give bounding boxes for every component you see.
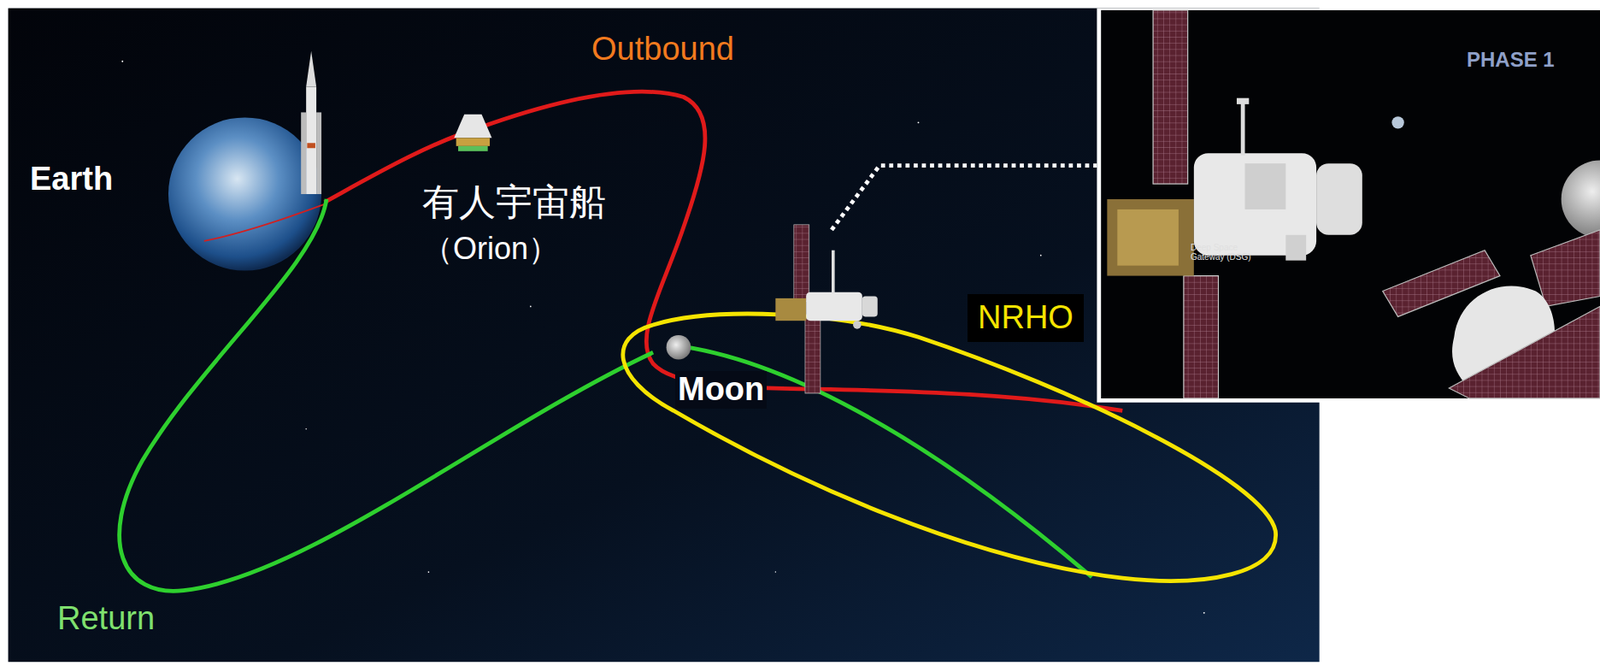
shape-part xyxy=(1183,276,1219,399)
spacecraft-label: 有人宇宙船 xyxy=(422,181,606,224)
body-label: Moon xyxy=(675,370,767,409)
shape-part xyxy=(775,298,806,321)
shape-part xyxy=(1530,229,1600,307)
shape-part xyxy=(1152,10,1189,184)
shape-part xyxy=(453,114,492,138)
spacecraft-name: （Orion） xyxy=(422,230,559,266)
inset-background xyxy=(1100,10,1600,399)
inset-moon xyxy=(1561,160,1600,239)
outbound-trajectory xyxy=(324,91,1124,411)
shape-part xyxy=(1106,199,1194,277)
orbit-label: NRHO xyxy=(977,299,1074,337)
shape-part xyxy=(305,87,317,195)
shape-part xyxy=(1316,163,1363,236)
shape-part xyxy=(852,320,862,330)
shape-part xyxy=(794,224,810,302)
stars xyxy=(121,60,1205,614)
shape-part xyxy=(1203,611,1206,614)
phase-label: PHASE 1 xyxy=(1466,47,1555,72)
gateway-station xyxy=(775,224,877,394)
shape-part xyxy=(831,250,836,294)
earth xyxy=(168,117,322,271)
shape-part xyxy=(775,570,777,572)
module-label: Deep Space Gateway (DSG) xyxy=(1190,242,1253,262)
shape-part xyxy=(1448,305,1600,399)
shape-part xyxy=(306,142,316,148)
rocket xyxy=(300,51,322,195)
inset-earth xyxy=(1391,116,1404,129)
return-trajectory xyxy=(119,199,1093,591)
shape-part xyxy=(1241,101,1246,155)
outbound-trajectory-hidden xyxy=(204,204,325,242)
shape-part xyxy=(316,111,322,195)
shape-part xyxy=(1245,163,1287,210)
inset-orion xyxy=(1382,229,1600,399)
shape-part xyxy=(862,295,878,317)
orion-capsule xyxy=(453,114,492,152)
shape-part xyxy=(1236,98,1249,105)
shape-part xyxy=(300,111,306,195)
orbit-label-box: NRHO xyxy=(967,294,1084,342)
shape-part xyxy=(1117,209,1179,266)
shape-part xyxy=(305,428,306,430)
leader-line xyxy=(831,165,1097,230)
shape-part xyxy=(805,292,863,321)
shape-part xyxy=(917,121,920,124)
body-label: Earth xyxy=(29,160,113,199)
shape-part xyxy=(1040,254,1042,257)
shape-part xyxy=(456,137,490,147)
shape-part xyxy=(121,60,124,63)
inset-frame xyxy=(1096,8,1600,403)
shape-part xyxy=(805,318,821,394)
shape-part xyxy=(529,305,532,308)
trajectory-label: Return xyxy=(57,600,155,638)
trajectory-label: Outbound xyxy=(591,30,735,69)
moon xyxy=(666,335,692,360)
shape-part xyxy=(305,51,317,88)
shape-part xyxy=(1285,235,1306,261)
shape-part xyxy=(458,146,489,152)
shape-part xyxy=(428,570,430,573)
inset-gateway xyxy=(1106,10,1362,399)
